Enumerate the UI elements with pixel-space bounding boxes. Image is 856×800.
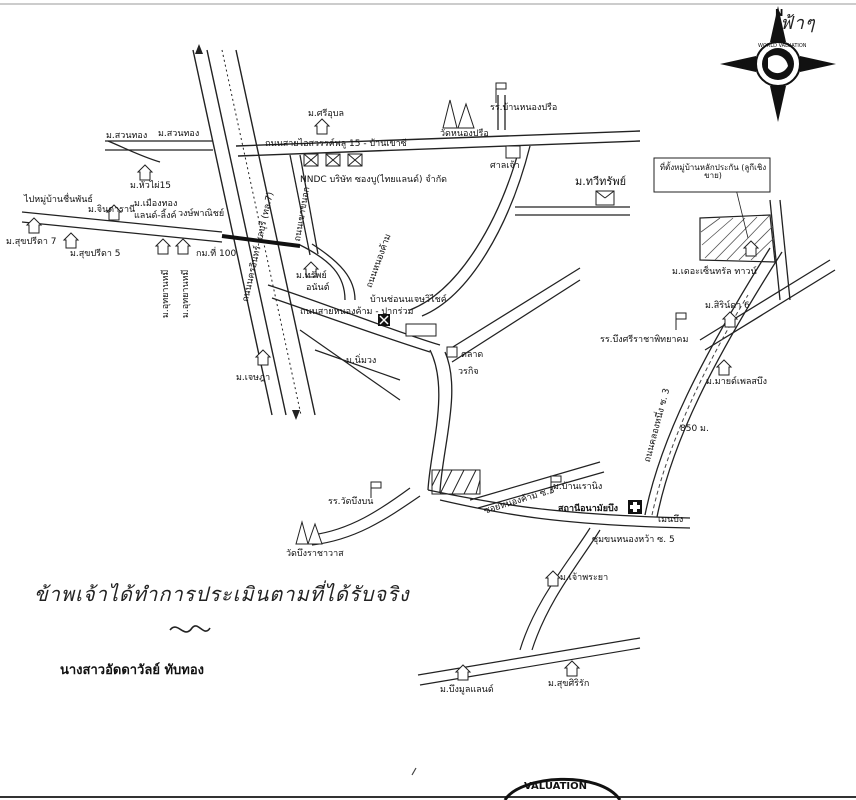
hospital-cross-icon xyxy=(628,500,642,514)
road-lane5 xyxy=(417,527,641,686)
signature: ผจ xyxy=(176,624,194,646)
compass-e: E xyxy=(812,60,819,71)
place-songkhla-1: ม.สวนทอง xyxy=(106,131,148,141)
temple-icon xyxy=(295,520,323,545)
place-supakrit5: ม.สุขปรีดา 5 xyxy=(70,249,121,259)
place-wat-bueng: วัดบึงราชาวาส xyxy=(286,549,344,559)
place-school-wat: รร.วัดบึงบน xyxy=(328,497,374,507)
signer-name: นางสาวอัดดาวัลย์ ทับทอง xyxy=(60,663,205,678)
place-wat-nongpla: วัดหนองปรือ xyxy=(440,129,489,139)
arrow-up-icon xyxy=(195,44,203,54)
place-sala-chao: ศาลเจ้า xyxy=(490,161,520,171)
road-highlight xyxy=(221,234,301,248)
road-label-nong-kham: ถนนสายหนองค้าม - ปากร่วม xyxy=(300,307,414,317)
road-label-soi15: ถนนสายไอสวรรค์พลู 15 - บ้านเขาซี xyxy=(265,139,407,149)
place-thawisap: ม.ทวีทรัพย์ xyxy=(575,175,627,188)
place-nndc: NNDC บริษัท ซองบู(ไทยแลนด์) จำกัด xyxy=(300,175,447,185)
place-sriubon: ม.ศรีอุบล xyxy=(308,109,344,119)
road-khao-khanok xyxy=(289,154,319,256)
place-school-wiset: รร.บึงศรีราชาพิทยาคม xyxy=(600,335,689,345)
building-icon xyxy=(303,145,615,358)
place-uthai-2: ม.อุทยานหมี xyxy=(181,269,191,318)
temple-icon xyxy=(442,99,475,129)
compass-n: N xyxy=(775,8,784,19)
place-muangthong: ม.เมืองทอง xyxy=(134,199,178,209)
place-huapan: ม.หัวไผ่15 xyxy=(130,181,172,191)
arrow-down-icon xyxy=(292,410,300,420)
place-health-station: สถานีอนามัยบึง xyxy=(558,504,619,514)
place-jasuda: ม.เจษฎา xyxy=(236,373,271,383)
road-northwest xyxy=(21,140,223,243)
place-school-nongpla: รร.บ้านหนองปรือ xyxy=(490,103,558,113)
road-label-lane5: ซุมขนหนองหว้า ซ. 5 xyxy=(592,535,675,545)
certification-handwriting: ข้าพเจ้าได้ทำการประเมินตามที่ได้รับจริง xyxy=(34,582,410,606)
road-south xyxy=(427,349,453,493)
subject-site xyxy=(699,184,776,263)
road-label-bueng: เมนบึง xyxy=(658,515,684,525)
place-thanaporn: แลนด์-ลิ้งค์ xyxy=(134,211,177,221)
road-wat-bueng xyxy=(311,487,421,546)
place-maidee: ม.มายด์เพลสบึง xyxy=(706,377,768,387)
scan-mark xyxy=(411,767,417,776)
road-nong-kham xyxy=(267,243,441,353)
place-jindara: ม.จินดารานี xyxy=(88,205,136,215)
flag-icon xyxy=(370,82,687,498)
place-wachira: วรกิจ xyxy=(458,367,479,377)
poi-marker-icon xyxy=(378,314,390,326)
place-km100: กม.ที่ 100 xyxy=(196,249,237,259)
house-icon xyxy=(25,118,760,681)
place-chaopraya: ม.เจ้าพระยา xyxy=(560,573,609,583)
road-southwest xyxy=(299,329,401,401)
road-lane3 xyxy=(469,461,605,509)
subject-note: ที่ตั้งหมู่บ้านหลักประกัน (ลูกีเชิงขาย) xyxy=(659,163,767,180)
signature-mark xyxy=(169,625,211,633)
place-ngamwong: ม.นิ่มวง xyxy=(346,356,377,366)
compass-w: W xyxy=(736,60,748,71)
road-northeast xyxy=(409,145,630,363)
compass-emblem-text: WORLD VALUATION xyxy=(758,43,807,49)
place-sirinda: ม.สิริน์ดา 6 xyxy=(705,301,750,311)
place-ban-chomnoey: บ้านช่อนนเจษวิไชค์ xyxy=(370,295,447,305)
valuation-stamp xyxy=(503,777,622,800)
striped-lot xyxy=(431,469,481,495)
place-talat: ตลาด xyxy=(461,350,484,360)
place-supakrit7: ม.สุขปรีดา 7 xyxy=(6,237,57,247)
place-ban-chuen: ไปหมู่บ้านชื่นพันธ์ xyxy=(24,195,93,205)
place-bueng-mulland: ม.บึงมูลแลนด์ xyxy=(440,685,494,695)
place-wangpong: วงษ์พาณิชย์ xyxy=(178,209,225,219)
distance-label: 850 ม. xyxy=(680,424,709,434)
road-east xyxy=(644,199,836,518)
stamp-text: VALUATION xyxy=(524,781,588,792)
corner-note: ฟ้าๆ xyxy=(780,13,816,34)
place-center-town: ม.เดอะเซ็นทรัล ทาวน์ xyxy=(672,267,757,277)
place-songkhla-2: ม.สวนทอง xyxy=(158,129,200,139)
road-main-south xyxy=(427,489,691,529)
place-sukkirak: ม.สุขศิริรัก xyxy=(548,679,590,689)
place-ban-rai: ม.บ้านเรานิง xyxy=(553,482,603,492)
place-sap-anan: ม.ทรัพย์ xyxy=(296,271,327,281)
highway-7 xyxy=(192,49,316,416)
compass-s: S xyxy=(775,95,783,106)
compass-rose xyxy=(720,6,836,122)
place-anan: อนันต์ xyxy=(306,283,330,293)
place-uthai-1: ม.อุทยานหมี xyxy=(161,269,171,318)
subject-callout xyxy=(653,157,771,193)
